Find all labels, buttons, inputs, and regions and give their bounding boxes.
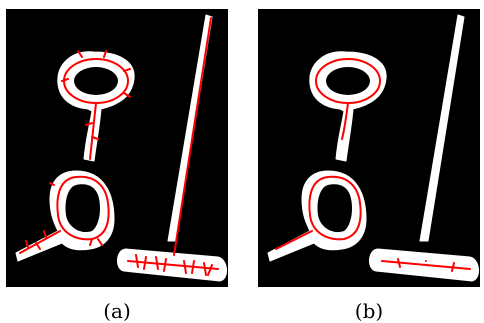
panel-a-image (6, 9, 228, 287)
panel-a-caption: (a) (103, 299, 131, 323)
panel-a: (a) (6, 9, 228, 323)
panel-b: (b) (258, 9, 480, 323)
panel-b-image (258, 9, 480, 287)
panel-b-caption: (b) (354, 299, 384, 323)
